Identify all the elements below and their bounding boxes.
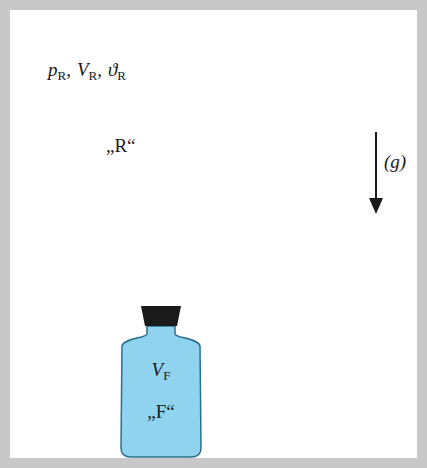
node-text: V bbox=[152, 360, 164, 381]
subscript: F bbox=[163, 369, 170, 383]
label-text: V bbox=[77, 60, 89, 81]
gravity-arrowhead bbox=[369, 198, 383, 214]
room-name: „R“ bbox=[106, 136, 136, 157]
subscript: R bbox=[117, 69, 126, 83]
room-state-label: pR,VR,ϑR bbox=[48, 60, 126, 81]
label-text: p bbox=[48, 60, 58, 81]
bottle-body bbox=[121, 326, 201, 457]
bottle-text-line: VF bbox=[114, 360, 208, 381]
gravity-label: (g) bbox=[384, 152, 406, 173]
bottle-text-line: „F“ bbox=[114, 402, 208, 423]
bottle-shape bbox=[114, 304, 208, 458]
label-text: (g) bbox=[384, 152, 406, 173]
bottle: VF „F“ bbox=[114, 304, 208, 458]
bottle-cap bbox=[141, 306, 181, 326]
subscript: R bbox=[58, 69, 67, 83]
room-wall bbox=[5, 5, 422, 463]
gravity-arrow bbox=[375, 132, 377, 200]
node-text: „F“ bbox=[147, 402, 174, 423]
label-text: , bbox=[97, 60, 102, 81]
subscript: R bbox=[89, 69, 98, 83]
label-text: ϑ bbox=[108, 60, 117, 81]
label-text: „R“ bbox=[106, 136, 136, 157]
label-text: , bbox=[66, 60, 71, 81]
